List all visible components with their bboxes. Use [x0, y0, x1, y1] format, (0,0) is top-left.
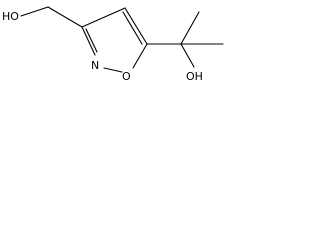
- bond-c4-c3: [81, 7, 126, 28]
- bond-c5-c4: [124, 7, 148, 45]
- bond-cq-oh: [180, 43, 195, 68]
- label-tertiary-alcohol-oh: OH: [186, 70, 203, 83]
- label-hydroxymethyl-oh: HO: [2, 10, 19, 23]
- bond-ho-ch2: [20, 6, 49, 17]
- bond-c3-n2: [81, 26, 96, 56]
- bond-n2-o1: [103, 67, 123, 73]
- label-ring-oxygen: O: [122, 70, 131, 83]
- label-ring-nitrogen: N: [91, 59, 99, 72]
- bond-ch2-c3: [47, 6, 83, 28]
- structure-drawing: HO N O OH: [2, 6, 224, 83]
- bond-o1-c5: [132, 43, 148, 69]
- bond-c3-n2-inner: [85, 28, 98, 53]
- bond-cq-methyl-top: [180, 11, 200, 45]
- bond-c5-c4-inner: [122, 11, 143, 45]
